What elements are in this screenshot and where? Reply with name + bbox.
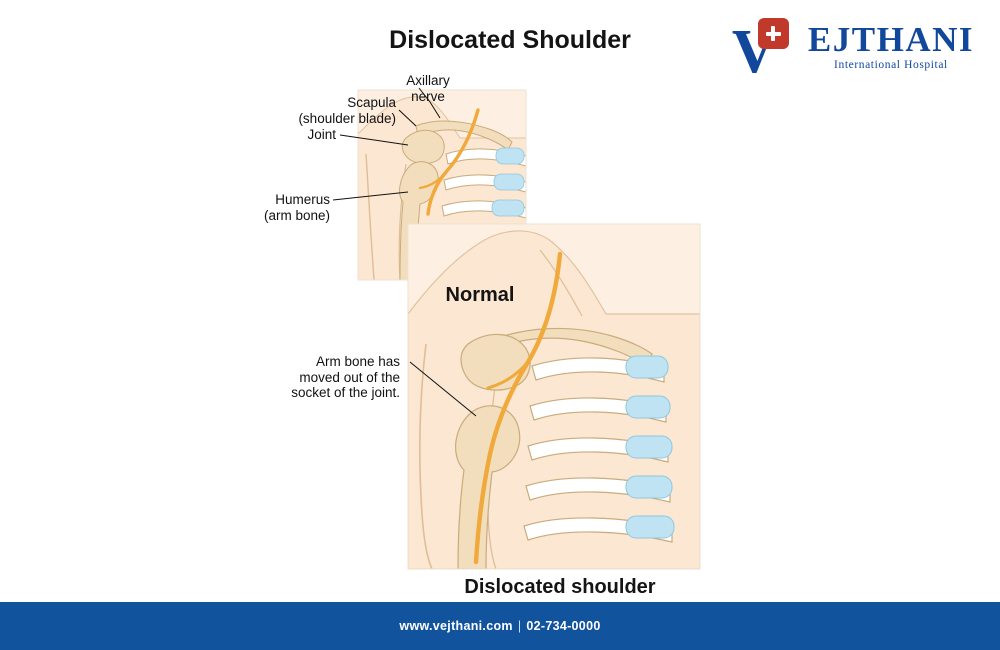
label-dislocation-line1: Arm bone has: [315, 354, 400, 369]
caption-normal: Normal: [445, 284, 515, 306]
label-humerus-line2: (arm bone): [263, 207, 330, 223]
logo-subtitle: International Hospital: [834, 59, 948, 71]
label-humerus-line1: Humerus: [275, 192, 330, 207]
anatomy-illustration: [332, 87, 701, 570]
top-leader-lines: [332, 87, 441, 201]
footer-separator: |: [517, 619, 522, 633]
dislocated-shoulder-panel: [408, 224, 700, 569]
medical-cross-icon: [757, 18, 789, 49]
shoulder-diagram: Dislocated Shoulder: [240, 14, 780, 598]
vejthani-logo: V EJTHANI International Hospital: [732, 18, 974, 83]
bottom-leader-line: [409, 361, 477, 417]
diagram-title: Dislocated Shoulder: [389, 26, 631, 54]
label-dislocation-note: Arm bone has moved out of the socket of …: [252, 354, 400, 401]
label-scapula: Scapula (shoulder blade): [248, 95, 396, 126]
footer-phone[interactable]: 02-734-0000: [526, 619, 601, 633]
logo-mark: V: [732, 18, 806, 83]
footer-contact: www.vejthani.com | 02-734-0000: [399, 619, 600, 633]
label-scapula-line1: Scapula: [347, 95, 396, 110]
logo-wordmark: EJTHANI International Hospital: [807, 20, 974, 72]
caption-dislocated: Dislocated shoulder: [464, 576, 656, 598]
label-dislocation-line2: moved out of the: [299, 369, 400, 385]
label-scapula-line2: (shoulder blade): [298, 110, 396, 126]
logo-name: EJTHANI: [807, 20, 974, 59]
label-humerus: Humerus (arm bone): [220, 192, 330, 223]
label-axillary-nerve: Axillary nerve: [380, 73, 476, 104]
label-axillary-nerve-line1: Axillary: [406, 73, 450, 88]
label-dislocation-line3: socket of the joint.: [291, 385, 400, 400]
footer-website[interactable]: www.vejthani.com: [399, 619, 513, 633]
label-axillary-nerve-line2: nerve: [411, 88, 445, 104]
footer-bar: www.vejthani.com | 02-734-0000: [0, 602, 1000, 650]
label-joint: Joint: [307, 127, 336, 142]
